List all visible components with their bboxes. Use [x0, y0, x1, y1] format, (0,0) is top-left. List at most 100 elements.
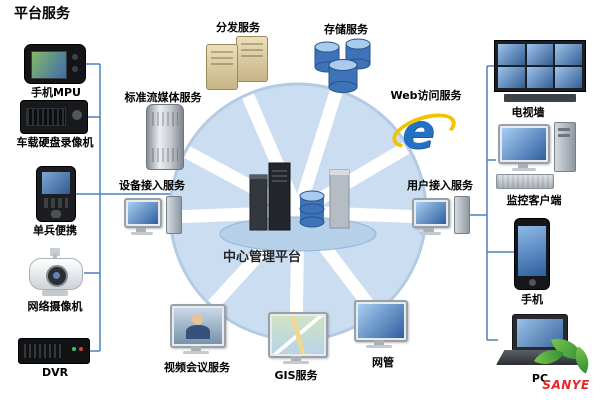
gis-monitor-icon [266, 312, 328, 366]
label-streaming-service: 标准流媒体服务 [124, 91, 202, 104]
label-mobile-mpu: 手机MPU [31, 86, 81, 99]
screen [128, 202, 158, 224]
server-slots [211, 51, 233, 67]
server-slots [241, 43, 263, 59]
label-gis-service: GIS服务 [274, 369, 318, 382]
tv-wall-console [504, 94, 576, 102]
monitor [268, 312, 328, 358]
network-camera-icon [26, 248, 84, 298]
monitor-stand [136, 228, 146, 232]
device-access-workstation-icon [124, 194, 182, 242]
tv-wall-icon [494, 40, 586, 104]
monitor-stand [518, 164, 528, 168]
lens-glass [53, 272, 60, 279]
monitor-stand [374, 340, 384, 345]
led-red [79, 347, 83, 351]
label-monitor-client: 监控客户端 [506, 194, 562, 207]
label-central-platform: 中心管理平台 [222, 250, 301, 265]
label-video-conference-service: 视频会议服务 [164, 361, 230, 374]
screen [502, 128, 546, 160]
label-network-camera: 网络摄像机 [27, 300, 83, 313]
label-dvr: DVR [41, 366, 69, 379]
tower-grille-top [152, 112, 178, 126]
vents [26, 108, 66, 126]
database-stack [314, 38, 371, 93]
monitor [498, 124, 550, 164]
map-screen [272, 316, 324, 354]
monitor-stand [191, 346, 201, 351]
monitor [170, 304, 226, 348]
monitor-base [283, 361, 309, 364]
monitor-stand [424, 228, 434, 232]
dvr-icon [18, 338, 90, 364]
button [51, 210, 61, 218]
camera-mount [50, 248, 60, 256]
vents [24, 344, 64, 358]
tv-cell [526, 44, 554, 65]
video-conference-monitor-icon [168, 304, 226, 360]
tv-cell [498, 67, 525, 88]
keypad [44, 198, 68, 208]
drive-slot [558, 128, 570, 131]
network-mgmt-monitor-icon [352, 300, 408, 352]
storage-cylinders-icon [312, 36, 376, 94]
pc-tower [554, 122, 576, 172]
pc-tower [454, 196, 470, 234]
tv-cell [555, 44, 582, 65]
camera-arm [53, 254, 57, 260]
monitor [354, 300, 408, 342]
pc-tower [166, 196, 182, 234]
portable-device-icon [36, 166, 76, 222]
monitor-client-icon [494, 122, 588, 192]
tv-cell [498, 44, 525, 65]
person-body [186, 325, 210, 339]
server-box [236, 36, 268, 82]
label-user-access-service: 用户接入服务 [407, 179, 473, 192]
monitor-stand [291, 356, 301, 361]
center-server-stack-icon [249, 162, 350, 231]
label-pc: PC [531, 372, 549, 385]
streaming-tower-icon [146, 104, 184, 170]
label-portable: 单兵便携 [33, 224, 77, 237]
screen [42, 172, 70, 194]
monitor-base [131, 232, 153, 235]
monitor-base [512, 168, 536, 171]
tower-grille-bottom [152, 148, 178, 162]
label-device-access-service: 设备接入服务 [119, 179, 185, 192]
label-network-mgmt: 网管 [372, 356, 394, 369]
button [72, 66, 78, 72]
label-web-access-service: Web访问服务 [390, 89, 462, 102]
label-storage-service: 存储服务 [324, 23, 368, 36]
label-mobile-phone: 手机 [521, 293, 543, 306]
server-box [206, 44, 238, 90]
hub-platform [219, 216, 377, 252]
screen [174, 308, 222, 344]
smartphone-icon [514, 218, 550, 290]
monitor-base [419, 232, 441, 235]
mobile-mpu-icon [24, 44, 86, 84]
screen [416, 202, 446, 224]
label-vehicle-dvr: 车载硬盘录像机 [16, 136, 94, 149]
monitor-base [366, 345, 392, 348]
led-green [72, 347, 76, 351]
screen [31, 51, 67, 79]
camera-base [42, 290, 68, 296]
page-title: 平台服务 [14, 6, 70, 22]
sanye-logo: SANYE [533, 333, 596, 394]
monitor [412, 198, 450, 228]
sanye-logo-text: SANYE [542, 378, 590, 392]
label-distribution-service: 分发服务 [216, 21, 260, 34]
ie-logo-icon: e [387, 104, 461, 162]
connector-lines [76, 63, 514, 352]
home-button [529, 279, 536, 286]
tower-body [146, 104, 184, 170]
person-head [192, 314, 203, 325]
monitor-base [183, 351, 209, 354]
button [72, 54, 78, 60]
ie-letter: e [402, 104, 435, 160]
tv-cell [555, 67, 582, 88]
drive-slot [558, 134, 570, 137]
vehicle-dvr-icon [20, 100, 88, 134]
